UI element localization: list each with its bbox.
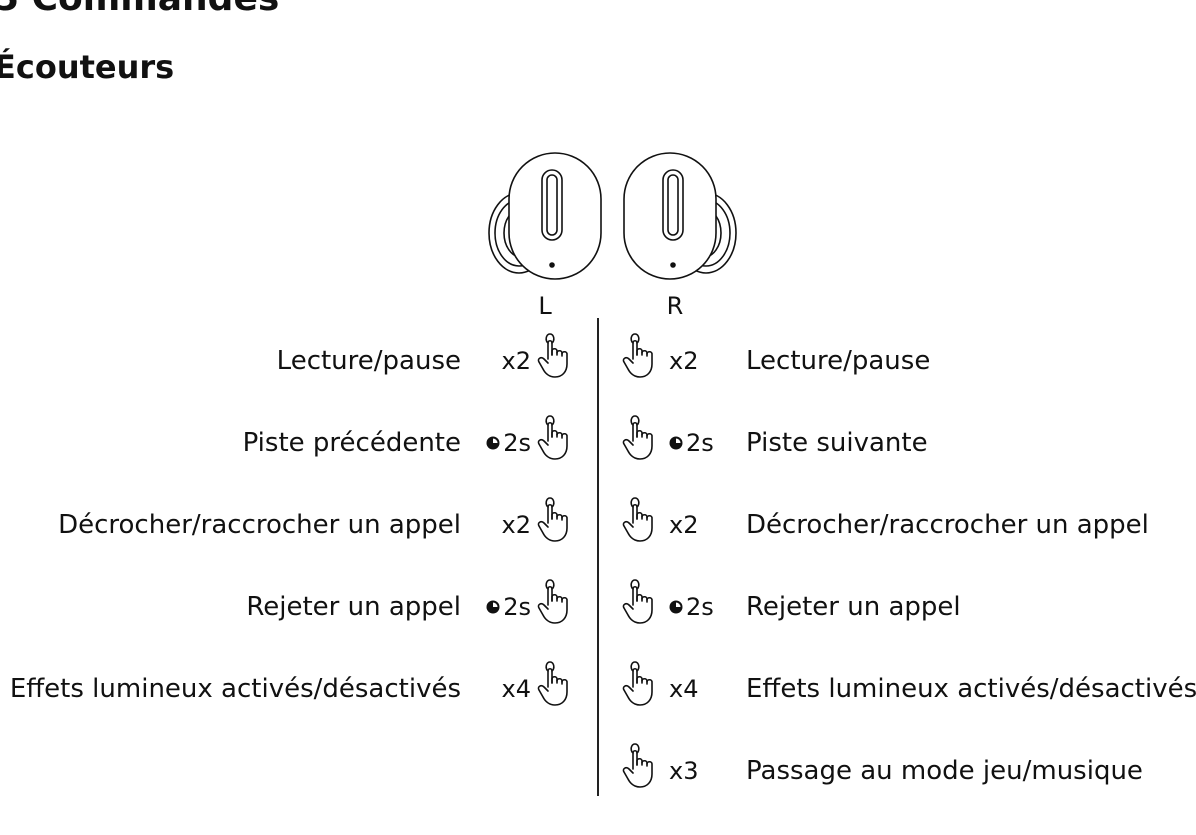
left-tap-gesture: x2 (465, 347, 531, 375)
left-command-label: Piste précédente (242, 428, 461, 458)
left-gesture-text: 2s (503, 593, 531, 621)
tap-hand-icon (536, 333, 576, 379)
tap-hand-icon (621, 661, 661, 707)
left-hold-gesture: 2s (465, 593, 531, 621)
tap-hand-icon (621, 497, 661, 543)
right-gesture-text: 2s (686, 593, 714, 621)
right-command-label: Effets lumineux activés/désactivés (746, 674, 1196, 704)
right-tap-gesture: x2 (669, 347, 698, 375)
left-earbud-illustration (483, 145, 613, 285)
left-gesture-text: x2 (501, 347, 531, 375)
left-earbud-label: L (538, 292, 552, 320)
tap-hand-icon (536, 415, 576, 461)
left-gesture-text: x2 (501, 511, 531, 539)
right-earbud-illustration (612, 145, 742, 285)
right-tap-gesture: x2 (669, 511, 698, 539)
clock-icon (486, 429, 503, 457)
right-hold-gesture: 2s (669, 429, 714, 457)
right-earbud-label: R (666, 292, 684, 320)
tap-hand-icon (621, 333, 661, 379)
tap-hand-icon (621, 579, 661, 625)
command-row: Piste précédente 2s 2s Piste suivante (0, 415, 1196, 475)
left-command-label: Décrocher/raccrocher un appel (58, 510, 461, 540)
tap-hand-icon (536, 661, 576, 707)
left-command-label: Effets lumineux activés/désactivés (9, 674, 461, 704)
tap-hand-icon (536, 579, 576, 625)
command-row: Rejeter un appel 2s 2s Rejeter un appel (0, 579, 1196, 639)
right-command-label: Piste suivante (746, 428, 928, 458)
left-gesture-text: x4 (501, 675, 531, 703)
right-command-label: Décrocher/raccrocher un appel (746, 510, 1149, 540)
right-gesture-text: 2s (686, 429, 714, 457)
command-row: Décrocher/raccrocher un appel x2 x2 Décroch… (0, 497, 1196, 557)
right-command-label: Passage au mode jeu/musique (746, 756, 1143, 786)
tap-hand-icon (621, 415, 661, 461)
left-command-label: Lecture/pause (276, 346, 461, 376)
tap-hand-icon (536, 497, 576, 543)
left-gesture-text: 2s (503, 429, 531, 457)
center-divider (597, 318, 599, 796)
left-tap-gesture: x4 (465, 675, 531, 703)
right-tap-gesture: x3 (669, 757, 698, 785)
right-command-label: Lecture/pause (746, 346, 931, 376)
section-title: 5 Commandes (0, 0, 279, 19)
command-row: Lecture/pause x2 x2 Lecture/pause (0, 333, 1196, 393)
right-gesture-text: x3 (669, 757, 699, 785)
right-command-label: Rejeter un appel (746, 592, 961, 622)
right-tap-gesture: x4 (669, 675, 698, 703)
clock-icon (669, 429, 686, 457)
command-row: x3 Passage au mode jeu/musique (0, 743, 1196, 803)
right-hold-gesture: 2s (669, 593, 714, 621)
clock-icon (669, 593, 686, 621)
left-command-label: Rejeter un appel (246, 592, 461, 622)
left-tap-gesture: x2 (465, 511, 531, 539)
right-gesture-text: x2 (669, 347, 699, 375)
right-gesture-text: x4 (669, 675, 699, 703)
left-hold-gesture: 2s (465, 429, 531, 457)
command-row: Effets lumineux activés/désactivés x4 x4 Ef… (0, 661, 1196, 721)
right-gesture-text: x2 (669, 511, 699, 539)
subsection-title: Écouteurs (0, 48, 175, 86)
tap-hand-icon (621, 743, 661, 789)
clock-icon (486, 593, 503, 621)
